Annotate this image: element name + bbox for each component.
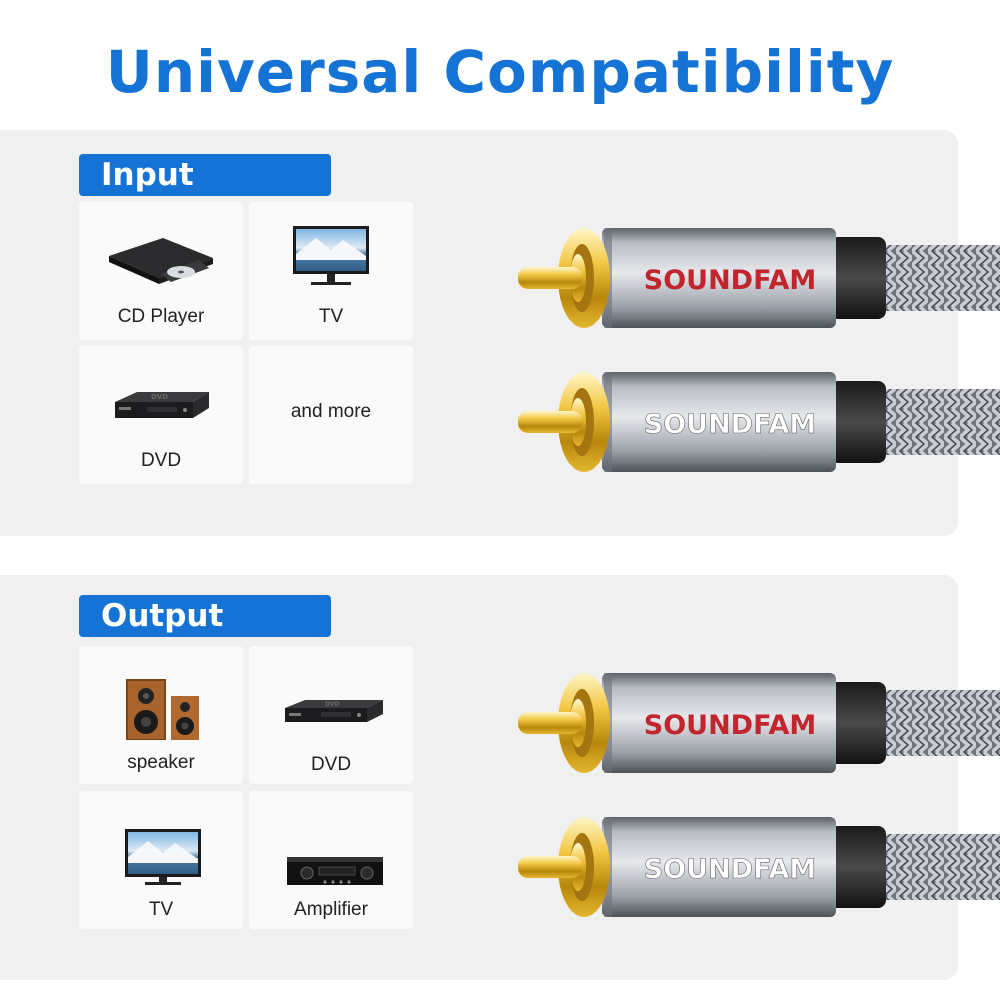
device-card-more: and more — [249, 346, 413, 484]
device-label: speaker — [127, 752, 195, 773]
device-label: TV — [148, 899, 174, 920]
device-card-dvd: DVD DVD — [79, 346, 243, 484]
device-card-dvd: DVD DVD — [249, 646, 413, 784]
cd-player-icon — [109, 238, 213, 284]
input-section-label: Input — [79, 154, 331, 196]
device-label: DVD — [310, 754, 352, 775]
rca-plug-red: SOUNDFAM — [518, 673, 1000, 773]
brand-logo: SOUNDFAM — [644, 854, 816, 885]
page-title: Universal Compatibility — [105, 38, 895, 106]
tv-icon — [293, 226, 369, 285]
device-card-speaker: speaker — [79, 646, 243, 784]
amplifier-icon — [287, 857, 383, 885]
rca-plug-white: SOUNDFAM — [518, 372, 1000, 472]
device-label: and more — [290, 401, 372, 422]
device-card-tv: TV — [79, 791, 243, 929]
brand-logo: SOUNDFAM — [644, 710, 816, 741]
svg-text:DVD: DVD — [325, 701, 340, 708]
device-label: CD Player — [117, 306, 205, 327]
device-card-amplifier: Amplifier — [249, 791, 413, 929]
brand-logo: SOUNDFAM — [644, 265, 816, 296]
output-section-label: Output — [79, 595, 331, 637]
device-label: Amplifier — [294, 899, 368, 920]
device-card-cd-player: CD Player — [79, 202, 243, 340]
dvd-player-icon: DVD — [115, 392, 209, 418]
dvd-player-icon: DVD — [285, 700, 383, 722]
device-label: TV — [318, 306, 344, 327]
rca-plug-red: SOUNDFAM — [518, 228, 1000, 328]
tv-icon — [125, 829, 201, 885]
brand-logo: SOUNDFAM — [644, 409, 816, 440]
svg-text:DVD: DVD — [151, 393, 168, 401]
device-card-tv: TV — [249, 202, 413, 340]
device-label: DVD — [140, 450, 182, 471]
speaker-icon — [126, 679, 199, 740]
rca-plug-white: SOUNDFAM — [518, 817, 1000, 917]
